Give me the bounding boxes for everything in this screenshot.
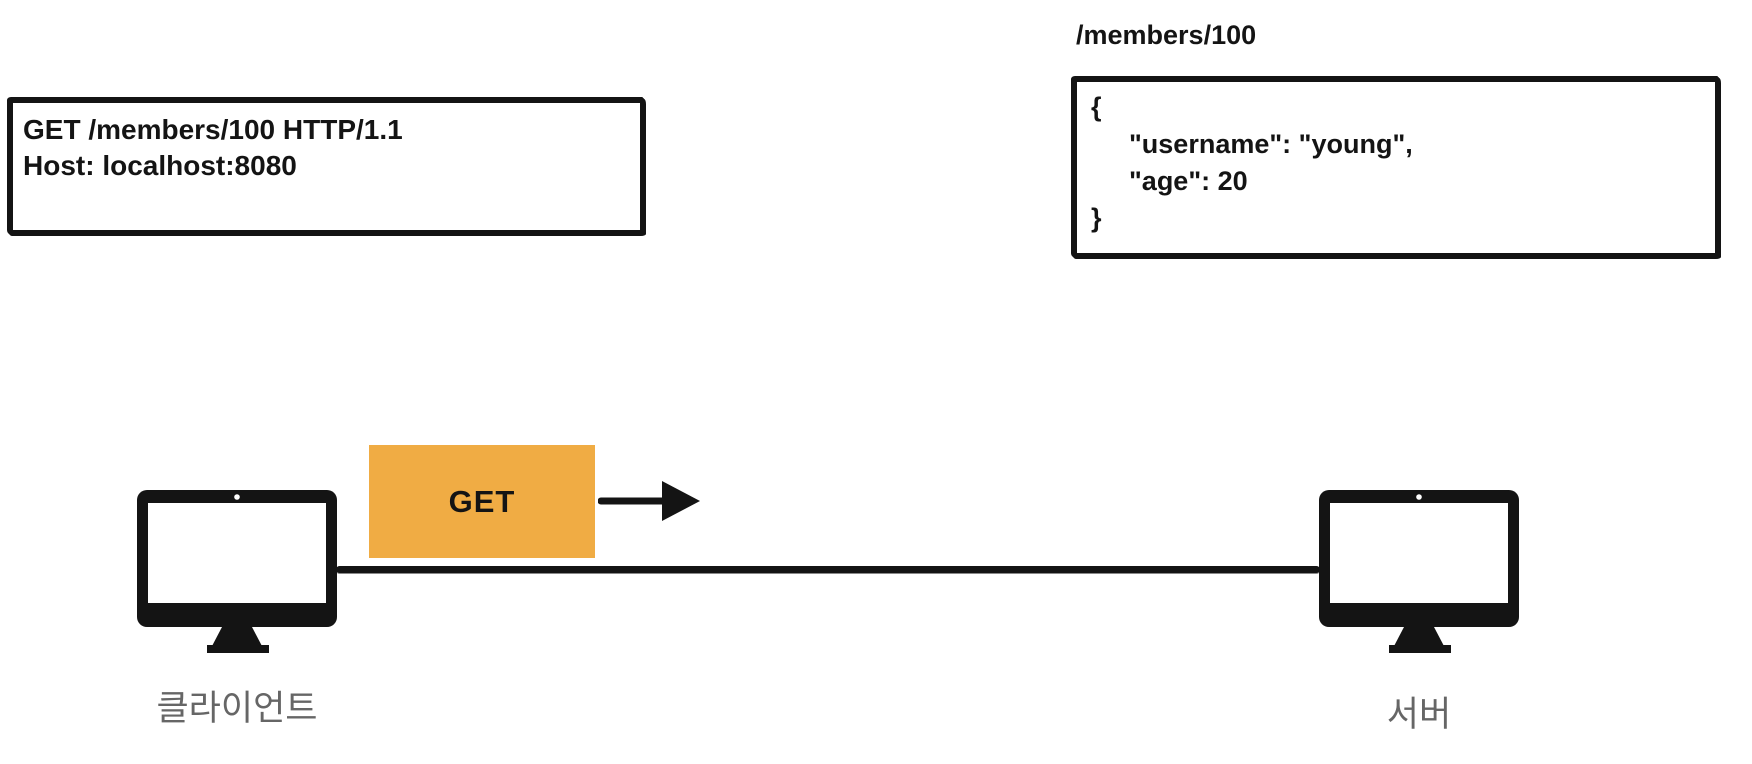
json-line-close-brace: } xyxy=(1091,203,1102,233)
server-monitor-icon xyxy=(1319,490,1519,653)
get-method-label: GET xyxy=(448,483,516,519)
json-line-username: "username": "young", xyxy=(1129,129,1413,159)
request-line-host: Host: localhost:8080 xyxy=(23,150,297,181)
response-path-label: /members/100 xyxy=(1076,20,1257,50)
client-label: 클라이언트 xyxy=(156,689,318,728)
client-server-connection-line xyxy=(336,566,1320,573)
json-line-open-brace: { xyxy=(1091,92,1102,122)
request-line-method: GET /members/100 HTTP/1.1 xyxy=(23,114,403,145)
arrow-right-icon xyxy=(598,481,700,521)
response-json-box: { "username": "young", "age": 20 } xyxy=(1072,77,1720,258)
http-request-box: GET /members/100 HTTP/1.1 Host: localhos… xyxy=(8,98,645,235)
server-label: 서버 xyxy=(1386,695,1452,734)
get-method-box: GET xyxy=(369,445,595,558)
json-line-age: "age": 20 xyxy=(1129,166,1248,196)
client-monitor-icon xyxy=(137,490,337,653)
